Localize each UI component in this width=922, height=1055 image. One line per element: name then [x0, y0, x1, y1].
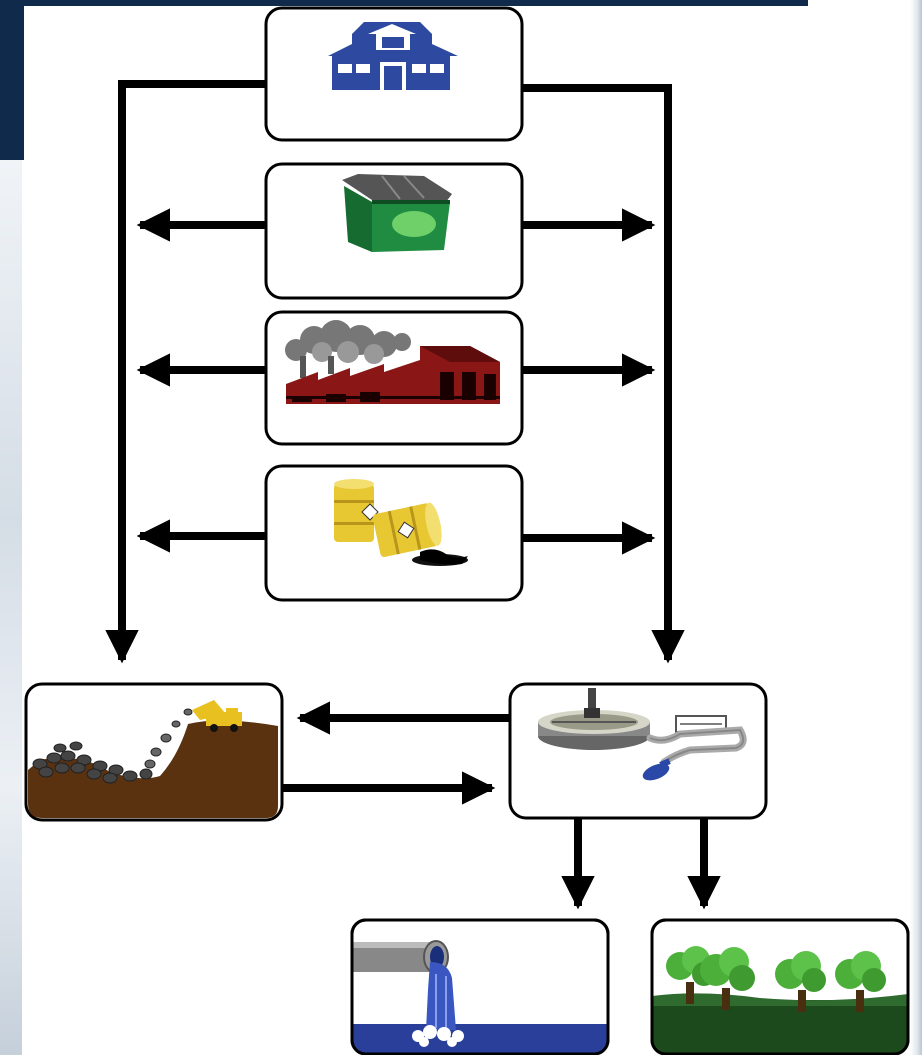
- tree-icon: [835, 951, 886, 1012]
- discharge-pipe-water-icon: [352, 940, 608, 1054]
- edge-households-to-landfill: [105, 80, 266, 664]
- node-hazardous: [264, 464, 524, 602]
- node-surface-water: [350, 918, 610, 1055]
- node-landfill: [24, 682, 284, 822]
- connectors: [105, 80, 721, 910]
- node-industry: [264, 310, 524, 446]
- factory-icon: [285, 320, 500, 404]
- tree-icon: [700, 947, 755, 1010]
- landfill-dump-truck-icon: [28, 700, 278, 818]
- leaking-barrels-icon: [334, 479, 468, 566]
- trees-field-icon: [652, 946, 908, 1054]
- node-households: [264, 6, 524, 142]
- header-block: [0, 0, 24, 160]
- house-icon: [328, 22, 458, 90]
- tree-icon: [775, 951, 826, 1012]
- edge-households-to-treatment: [522, 84, 685, 664]
- node-land-application: [650, 918, 910, 1055]
- dump-truck-icon: [192, 700, 242, 732]
- header-bar: [0, 0, 808, 6]
- clarifier-treatment-plant-icon: [538, 688, 747, 781]
- node-commercial: [264, 162, 524, 300]
- background-edge-left: [0, 160, 22, 1055]
- background-edge-right: [910, 0, 922, 1055]
- node-wastewater-treatment: [508, 682, 768, 820]
- dumpster-icon: [342, 174, 452, 252]
